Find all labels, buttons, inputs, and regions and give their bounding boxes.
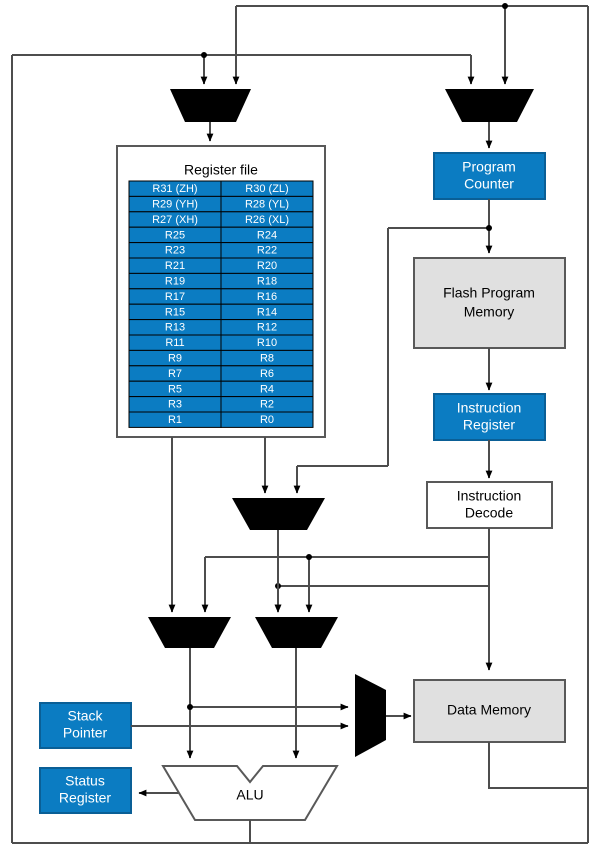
- alu-label: ALU: [236, 787, 263, 803]
- register-cell-label-right: R14: [257, 306, 277, 318]
- data-memory-label: Data Memory: [447, 702, 531, 718]
- status-register-label-1: Status: [65, 773, 105, 789]
- register-cell-label-right: R10: [257, 337, 277, 349]
- register-cell-label-left: R11: [165, 337, 184, 349]
- register-cell-label-right: R12: [257, 322, 277, 334]
- register-cell-label-left: R9: [168, 353, 182, 365]
- block-stack-pointer[interactable]: Stack Pointer: [39, 702, 132, 749]
- junction-dot-upper-left: [201, 52, 207, 58]
- register-cell-label-right: R28 (YL): [245, 199, 289, 211]
- register-cell-label-left: R19: [165, 276, 185, 288]
- register-cell-label-left: R7: [168, 368, 182, 380]
- alu-shape: [161, 765, 339, 821]
- junction-dot-operand-a: [187, 704, 193, 710]
- instruction-decode-box: [426, 481, 553, 529]
- mux-body: [170, 89, 251, 122]
- junction-dot-pc: [486, 225, 492, 231]
- register-cell-label-right: R20: [257, 260, 277, 272]
- wire-data-memory-readback: [488, 742, 588, 789]
- register-cell-label-left: R27 (XH): [152, 214, 198, 226]
- pc-output-routing: [293, 199, 493, 494]
- register-file[interactable]: Register file R31 (ZH) R30 (ZL) R29 (YH) R2…: [116, 145, 326, 438]
- stack-pointer-box: [39, 702, 132, 749]
- register-file-outputs: [168, 437, 269, 613]
- block-instruction-decode[interactable]: Instruction Decode: [426, 481, 553, 529]
- register-cell-label-left: R3: [168, 399, 182, 411]
- mux-register-file-write[interactable]: [170, 89, 251, 122]
- block-flash-program-memory[interactable]: Flash Program Memory: [413, 257, 566, 349]
- mux-body: [148, 617, 231, 648]
- flash-program-memory-label-2: Memory: [464, 304, 515, 320]
- program-counter-label-1: Program: [462, 159, 516, 175]
- block-status-register[interactable]: Status Register: [39, 767, 132, 814]
- stack-pointer-label-2: Pointer: [63, 725, 108, 741]
- register-cell-label-right: R4: [260, 383, 274, 395]
- bottom-mux-outputs: [186, 648, 349, 759]
- register-cell-label-right: R6: [260, 368, 274, 380]
- status-register-box: [39, 767, 132, 814]
- register-cell-label-right: R0: [260, 414, 274, 426]
- instruction-decode-label-2: Decode: [465, 505, 513, 521]
- status-register-label-2: Register: [59, 790, 111, 806]
- mux-tl-inputs: [200, 6, 240, 85]
- register-cells: R31 (ZH) R30 (ZL) R29 (YH) R28 (YL) R27 (XH)…: [128, 180, 314, 428]
- block-data-memory[interactable]: Data Memory: [413, 679, 566, 743]
- mux-program-counter-source[interactable]: [445, 89, 534, 122]
- register-cell[interactable]: [220, 411, 314, 428]
- flash-program-memory-label-1: Flash Program: [443, 285, 535, 301]
- register-cell-label-left: R29 (YH): [152, 199, 198, 211]
- register-cell-label-right: R30 (ZL): [245, 183, 288, 195]
- stack-pointer-label-1: Stack: [67, 708, 103, 724]
- mux-body: [232, 498, 325, 530]
- block-program-counter[interactable]: Program Counter: [433, 152, 546, 200]
- register-cell-label-left: R15: [165, 306, 185, 318]
- mux-alu-operand-b[interactable]: [255, 617, 338, 648]
- bus-routing: [11, 5, 589, 844]
- mux-data-memory-address[interactable]: [355, 674, 386, 757]
- mux-register-file-read[interactable]: [232, 498, 325, 530]
- mux-body: [355, 674, 386, 757]
- instruction-decode-label-1: Instruction: [457, 488, 522, 504]
- register-cell-label-left: R17: [165, 291, 185, 303]
- instruction-register-label-1: Instruction: [457, 400, 522, 416]
- register-cell-label-right: R24: [257, 229, 277, 241]
- register-cell-label-left: R21: [165, 260, 185, 272]
- mux-alu-operand-a[interactable]: [148, 617, 231, 648]
- junction-dot-top: [502, 3, 508, 9]
- register-cell-label-right: R26 (XL): [245, 214, 289, 226]
- flash-program-memory-box: [413, 257, 566, 349]
- register-cell-label-right: R2: [260, 399, 274, 411]
- block-alu[interactable]: ALU: [161, 765, 339, 821]
- mux-body: [445, 89, 534, 122]
- register-cell-label-left: R25: [165, 229, 185, 241]
- register-cell-label-left: R1: [168, 414, 182, 426]
- register-cell-label-left: R31 (ZH): [152, 183, 197, 195]
- decode-control-routing: [201, 528, 493, 671]
- register-cell-label-right: R16: [257, 291, 277, 303]
- junction-dot-decode-1: [306, 554, 312, 560]
- register-cell-label-left: R23: [165, 245, 185, 257]
- register-file-title: Register file: [184, 162, 258, 178]
- register-cell-label-left: R13: [165, 322, 185, 334]
- program-counter-box: [433, 152, 546, 200]
- register-cell-label-right: R22: [257, 245, 277, 257]
- program-counter-label-2: Counter: [464, 176, 514, 192]
- register-cell-label-left: R5: [168, 383, 182, 395]
- mux-body: [255, 617, 338, 648]
- mux-tr-inputs: [467, 6, 509, 85]
- register-cell-label-right: R18: [257, 276, 277, 288]
- register-cell-label-right: R8: [260, 353, 274, 365]
- block-instruction-register[interactable]: Instruction Register: [433, 393, 546, 441]
- instruction-register-label-2: Register: [463, 417, 515, 433]
